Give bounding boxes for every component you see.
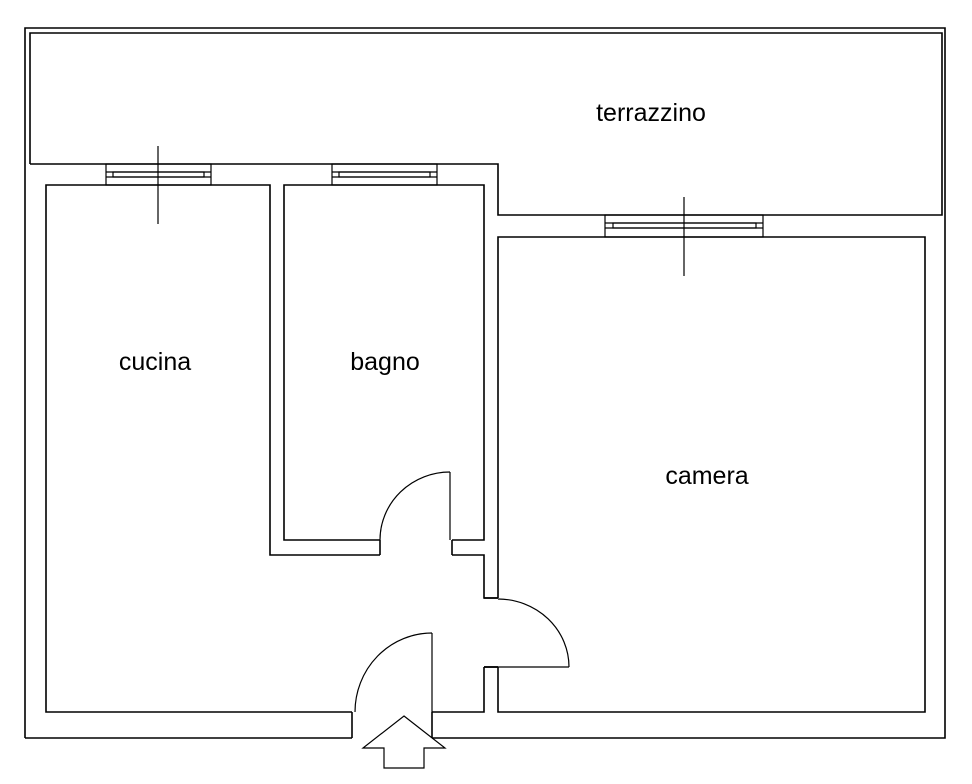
entrance-arrow-icon	[361, 715, 447, 769]
entrance-door	[351, 632, 433, 738]
kitchen-window	[105, 146, 212, 224]
terrace-outline	[29, 32, 943, 216]
room-label-kitchen: cucina	[119, 348, 191, 376]
bedroom-window	[604, 197, 764, 276]
bathroom-walls	[283, 184, 498, 599]
bathroom-window	[331, 163, 438, 186]
room-label-bathroom: bagno	[350, 348, 420, 376]
outer-walls	[24, 27, 946, 739]
bathroom-door	[379, 471, 453, 555]
bedroom-door	[484, 597, 570, 668]
room-label-terrace: terrazzino	[596, 99, 706, 127]
kitchen-walls	[45, 184, 380, 713]
room-label-bedroom: camera	[665, 462, 748, 490]
